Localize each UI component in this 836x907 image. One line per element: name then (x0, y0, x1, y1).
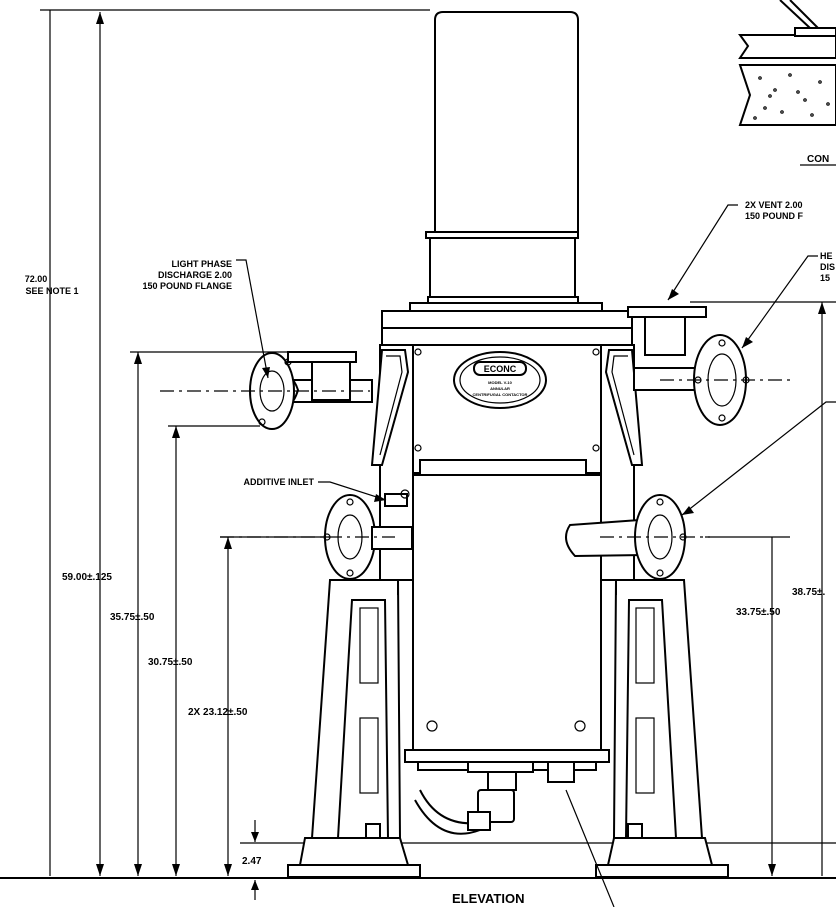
heavy-phase-nozzle (627, 306, 750, 426)
dim-30-75: 30.75±.50 (148, 657, 193, 668)
dim-38-75: 38.75±. (792, 587, 826, 598)
heavy-phase-line1: HE (820, 251, 833, 261)
light-phase-line3: 150 POUND FLANGE (142, 281, 232, 291)
nameplate-brand: ECONC (484, 364, 517, 374)
dimension-lines (40, 9, 836, 900)
nameplate-line2: ANNULAR (490, 386, 510, 391)
vent-line2: 150 POUND F (745, 211, 804, 221)
left-stand (310, 344, 414, 839)
motor (409, 11, 603, 312)
dim-2-47: 2.47 (242, 856, 262, 867)
additive-inlet-label: ADDITIVE INLET (243, 477, 314, 487)
dim-23-12: 2X 23.12±.50 (188, 707, 248, 718)
nameplate-line3: CENTRIFUGAL CONTACTOR (473, 392, 528, 397)
nameplate: ECONC MODEL V-10 ANNULAR CENTRIFUGAL CON… (453, 351, 547, 409)
dim-59: 59.00±.125 (62, 572, 112, 583)
leader-lines (236, 204, 836, 907)
base-pads (287, 823, 729, 878)
light-phase-line1: LIGHT PHASE (171, 259, 232, 269)
vent-line1: 2X VENT 2.00 (745, 200, 803, 210)
see-note-label: SEE NOTE 1 (25, 286, 78, 296)
labels: 72.00 SEE NOTE 1 LIGHT PHASE DISCHARGE 2… (25, 200, 835, 906)
dim-35-75: 35.75±.50 (110, 612, 155, 623)
central-vessel (404, 344, 610, 771)
dim-33-75: 33.75±.50 (736, 607, 781, 618)
elevation-title: ELEVATION (452, 891, 524, 906)
concrete-label: CON (807, 154, 829, 165)
concrete-detail: CON (738, 0, 836, 166)
heavy-phase-line2: DIS (820, 262, 835, 272)
light-phase-line2: DISCHARGE 2.00 (158, 270, 232, 280)
right-stand (600, 344, 704, 839)
bottom-fittings (414, 720, 586, 835)
housing-top (381, 310, 633, 346)
overall-height-label: 72.00 (25, 274, 48, 284)
heavy-phase-line3: 15 (820, 273, 830, 283)
nameplate-line1: MODEL V-10 (488, 380, 512, 385)
